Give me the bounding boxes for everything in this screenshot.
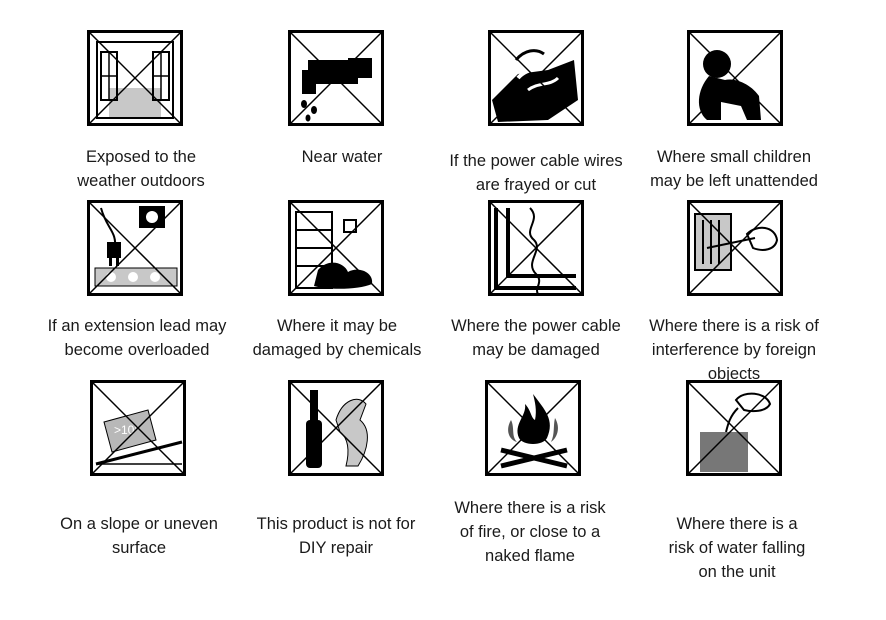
caption: Near water xyxy=(301,148,383,166)
caption: Exposed to the weather outdoors xyxy=(77,148,205,190)
fire-icon xyxy=(485,380,581,476)
slope-icon: >10° xyxy=(90,380,186,476)
open-window-icon xyxy=(87,30,183,126)
water-falling-icon xyxy=(686,380,782,476)
caption: Where there is a risk of water falling o… xyxy=(668,515,806,581)
caption: Where the power cable may be damaged xyxy=(451,317,621,359)
overloaded-extension-icon xyxy=(87,200,183,296)
trapped-cable-icon xyxy=(488,200,584,296)
child-icon xyxy=(687,30,783,126)
water-tap-icon xyxy=(288,30,384,126)
foreign-object-icon xyxy=(687,200,783,296)
caption: If the power cable wires are frayed or c… xyxy=(449,152,623,194)
caption: Where small children may be left unatten… xyxy=(650,148,818,190)
screwdriver-icon xyxy=(288,380,384,476)
caption: This product is not for DIY repair xyxy=(256,515,416,557)
chemical-spill-icon xyxy=(288,200,384,296)
caption: Where there is a risk of interference by… xyxy=(649,317,819,383)
caption: On a slope or uneven surface xyxy=(60,515,218,557)
caption: If an extension lead may become overload… xyxy=(47,317,227,359)
caption: Where there is a risk of fire, or close … xyxy=(454,499,606,565)
frayed-cable-icon xyxy=(488,30,584,126)
caption: Where it may be damaged by chemicals xyxy=(252,317,422,359)
